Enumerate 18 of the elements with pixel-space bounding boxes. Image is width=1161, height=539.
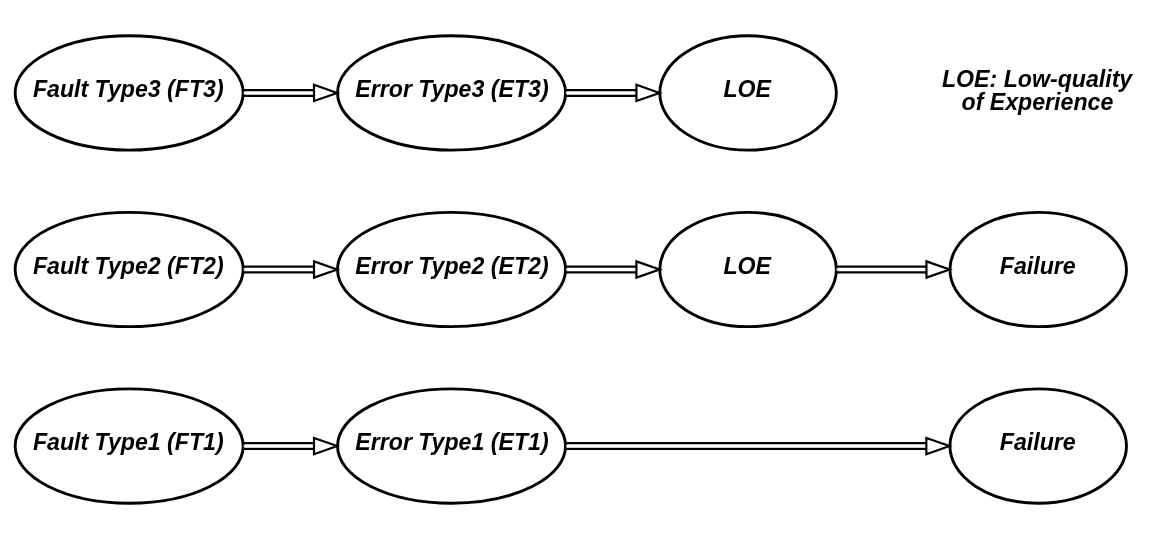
node-ellipse: Error Type3 (ET3) <box>336 34 568 152</box>
arrow <box>566 436 953 456</box>
node-ellipse: LOE <box>658 34 838 152</box>
label: LOE: Low-quality of Experience <box>941 65 1133 116</box>
node-ellipse: Fault Type3 (FT3) <box>13 34 245 152</box>
node-ellipse: Failure <box>948 210 1128 329</box>
arrow <box>243 83 341 103</box>
arrow <box>566 259 663 280</box>
arrow <box>566 83 663 103</box>
arrow <box>836 259 953 280</box>
node-ellipse: LOE <box>658 210 838 329</box>
node-ellipse: Failure <box>948 387 1128 505</box>
arrow <box>243 436 341 456</box>
node-ellipse: Error Type1 (ET1) <box>336 387 568 505</box>
node-ellipse: Fault Type2 (FT2) <box>13 210 245 329</box>
node-ellipse: Error Type2 (ET2) <box>336 210 568 329</box>
node-ellipse: Fault Type1 (FT1) <box>13 387 245 505</box>
arrow <box>243 259 341 280</box>
